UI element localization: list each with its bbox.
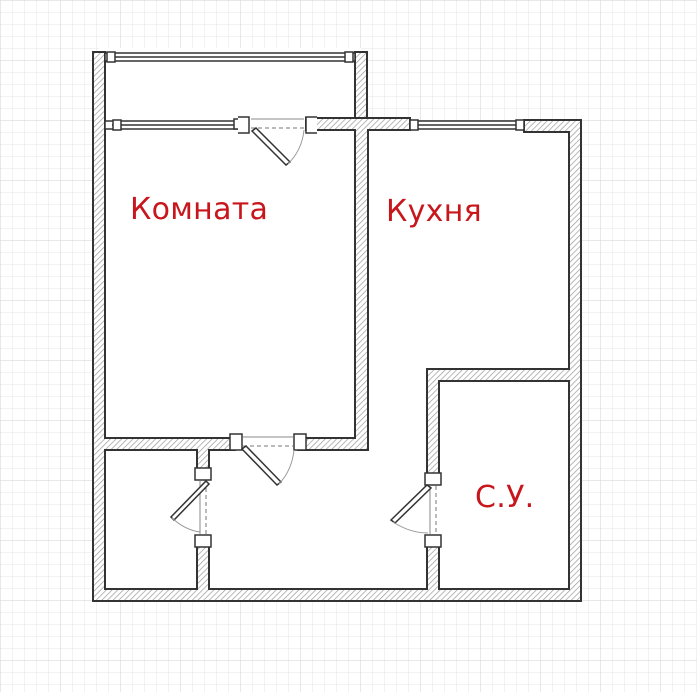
room-label-living-room: Комната bbox=[130, 192, 269, 227]
window-balcony-outer bbox=[104, 51, 356, 63]
room-label-bathroom: С.У. bbox=[475, 480, 535, 515]
door-closet bbox=[169, 467, 212, 548]
door-bathroom bbox=[389, 472, 442, 548]
room-label-kitchen: Кухня bbox=[386, 194, 482, 229]
window-kitchen bbox=[409, 119, 525, 131]
door-balcony bbox=[238, 116, 317, 166]
window-balcony-inner bbox=[104, 118, 243, 131]
door-room bbox=[229, 433, 307, 486]
